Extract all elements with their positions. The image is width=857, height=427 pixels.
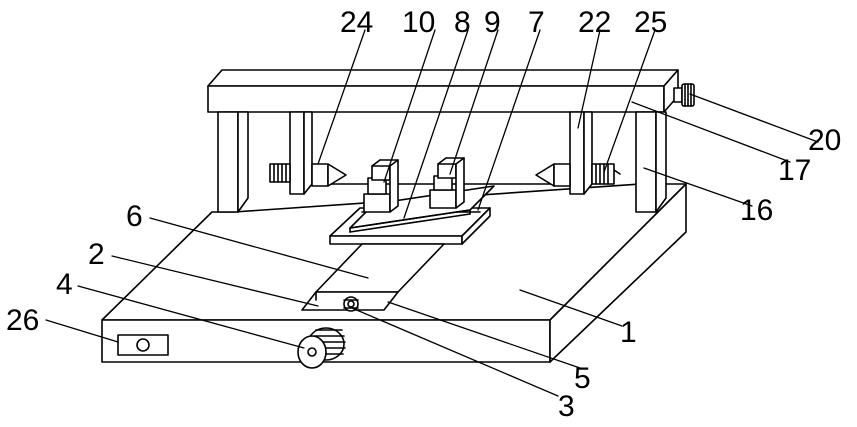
top-beam (208, 70, 678, 112)
callout-26: 26 (6, 304, 39, 337)
callout-4: 4 (56, 268, 73, 301)
callout-10: 10 (402, 6, 435, 39)
right-inner-post (570, 112, 592, 194)
lead-screw-end (344, 297, 358, 311)
callout-5: 5 (574, 362, 591, 395)
callout-22: 22 (578, 6, 611, 39)
callout-24: 24 (340, 6, 373, 39)
left-support-column (218, 112, 248, 212)
callout-25: 25 (634, 6, 667, 39)
callout-8: 8 (454, 6, 471, 39)
callout-16: 16 (740, 194, 773, 227)
callout-9: 9 (484, 6, 501, 39)
control-switch (118, 335, 168, 355)
callout-7: 7 (528, 6, 545, 39)
callout-20: 20 (808, 124, 841, 157)
left-clamp-block (364, 160, 398, 212)
callout-17: 17 (778, 154, 811, 187)
left-inner-post (290, 112, 312, 194)
callout-1: 1 (620, 316, 637, 349)
callout-2: 2 (88, 238, 105, 271)
callout-6: 6 (126, 200, 143, 233)
callout-3: 3 (558, 390, 575, 422)
right-support-column (636, 112, 666, 212)
right-clamp-block (430, 158, 464, 208)
